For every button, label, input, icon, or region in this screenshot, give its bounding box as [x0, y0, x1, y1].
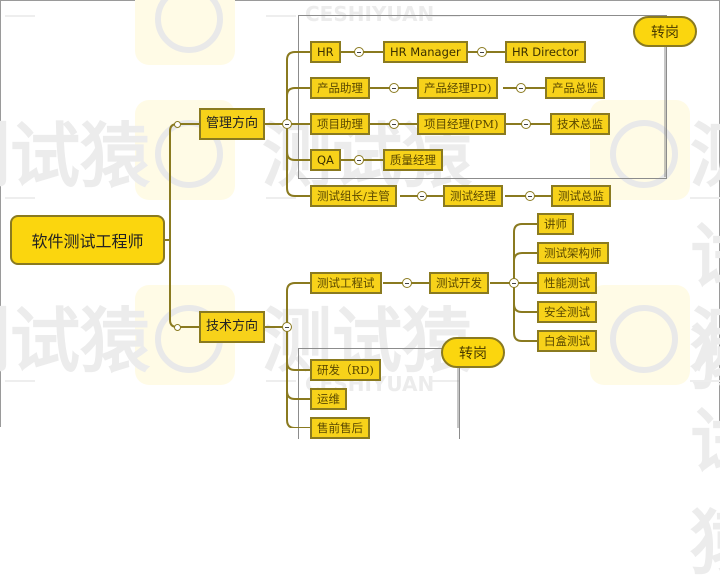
transfer-label-management[interactable]: 转岗: [633, 16, 697, 47]
node-performance-testing[interactable]: 性能测试: [537, 272, 597, 294]
collapse-toggle[interactable]: [402, 278, 412, 288]
node-lecturer[interactable]: 讲师: [537, 213, 574, 235]
node-label: 质量经理: [390, 153, 436, 167]
node-security-testing[interactable]: 安全测试: [537, 301, 597, 323]
node-label: 研发（RD): [317, 363, 374, 377]
collapse-toggle[interactable]: [509, 278, 519, 288]
node-label: 测试开发: [436, 276, 482, 290]
node-label: 测试经理: [450, 189, 496, 203]
collapse-toggle[interactable]: [354, 47, 364, 57]
node-project-assistant[interactable]: 项目助理: [310, 113, 370, 135]
node-test-architect[interactable]: 测试架构师: [537, 242, 609, 264]
node-hr[interactable]: HR: [310, 41, 341, 63]
node-test-developer[interactable]: 测试开发: [429, 272, 489, 294]
collapse-toggle[interactable]: [516, 83, 526, 93]
node-label: HR Manager: [390, 45, 461, 59]
node-ops[interactable]: 运维: [310, 388, 347, 410]
node-tech-director[interactable]: 技术总监: [550, 113, 610, 135]
management-transfer-boundary: [298, 15, 667, 179]
node-presales-aftersales[interactable]: 售前售后: [310, 417, 370, 439]
node-product-director[interactable]: 产品总监: [545, 77, 605, 99]
technical-transfer-boundary: [298, 348, 460, 439]
node-label: QA: [317, 153, 334, 167]
transfer-label-technical[interactable]: 转岗: [441, 337, 505, 368]
node-product-assistant[interactable]: 产品助理: [310, 77, 370, 99]
node-test-director[interactable]: 测试总监: [551, 185, 611, 207]
branch-management-label: 管理方向: [206, 116, 259, 131]
node-label: 测试工程试: [317, 276, 375, 290]
node-label: 运维: [317, 392, 340, 406]
collapse-toggle[interactable]: [477, 47, 487, 57]
node-label: HR: [317, 45, 334, 59]
node-label: HR Director: [512, 45, 579, 59]
node-quality-manager[interactable]: 质量经理: [383, 149, 443, 171]
collapse-toggle[interactable]: [354, 155, 364, 165]
transfer-label-text: 转岗: [459, 345, 487, 362]
node-label: 产品经理PD): [424, 81, 492, 95]
node-label: 白盒测试: [544, 334, 590, 348]
branch-technical[interactable]: 技术方向: [199, 311, 266, 343]
node-label: 测试组长/主管: [317, 189, 390, 203]
node-rd[interactable]: 研发（RD): [310, 359, 381, 381]
collapse-toggle[interactable]: [521, 119, 531, 129]
collapse-toggle[interactable]: [417, 191, 427, 201]
collapse-toggle-management[interactable]: [282, 119, 292, 129]
branch-technical-label: 技术方向: [206, 319, 259, 334]
node-label: 项目经理(PM): [424, 117, 499, 131]
node-label: 产品总监: [552, 81, 598, 95]
collapse-toggle[interactable]: [389, 119, 399, 129]
node-hr-manager[interactable]: HR Manager: [383, 41, 468, 63]
node-label: 测试架构师: [544, 246, 602, 260]
node-label: 测试总监: [558, 189, 604, 203]
branch-management[interactable]: 管理方向: [199, 108, 266, 140]
node-label: 讲师: [544, 217, 567, 231]
root-label: 软件测试工程师: [31, 232, 144, 251]
node-test-lead[interactable]: 测试组长/主管: [310, 185, 397, 207]
node-whitebox-testing[interactable]: 白盒测试: [537, 330, 597, 352]
node-project-manager[interactable]: 项目经理(PM): [417, 113, 506, 135]
node-label: 性能测试: [544, 276, 590, 290]
node-label: 安全测试: [544, 305, 590, 319]
node-label: 项目助理: [317, 117, 363, 131]
node-qa[interactable]: QA: [310, 149, 341, 171]
root-node[interactable]: 软件测试工程师: [10, 215, 165, 265]
root-connector-dot: [174, 121, 181, 128]
transfer-label-text: 转岗: [651, 24, 679, 41]
collapse-toggle-technical[interactable]: [282, 322, 292, 332]
node-test-manager[interactable]: 测试经理: [443, 185, 503, 207]
node-label: 售前售后: [317, 421, 363, 435]
node-label: 产品助理: [317, 81, 363, 95]
node-hr-director[interactable]: HR Director: [505, 41, 586, 63]
node-product-manager[interactable]: 产品经理PD): [417, 77, 499, 99]
collapse-toggle[interactable]: [389, 83, 399, 93]
node-test-engineer[interactable]: 测试工程试: [310, 272, 382, 294]
collapse-toggle[interactable]: [525, 191, 535, 201]
root-connector-dot: [174, 324, 181, 331]
node-label: 技术总监: [557, 117, 603, 131]
